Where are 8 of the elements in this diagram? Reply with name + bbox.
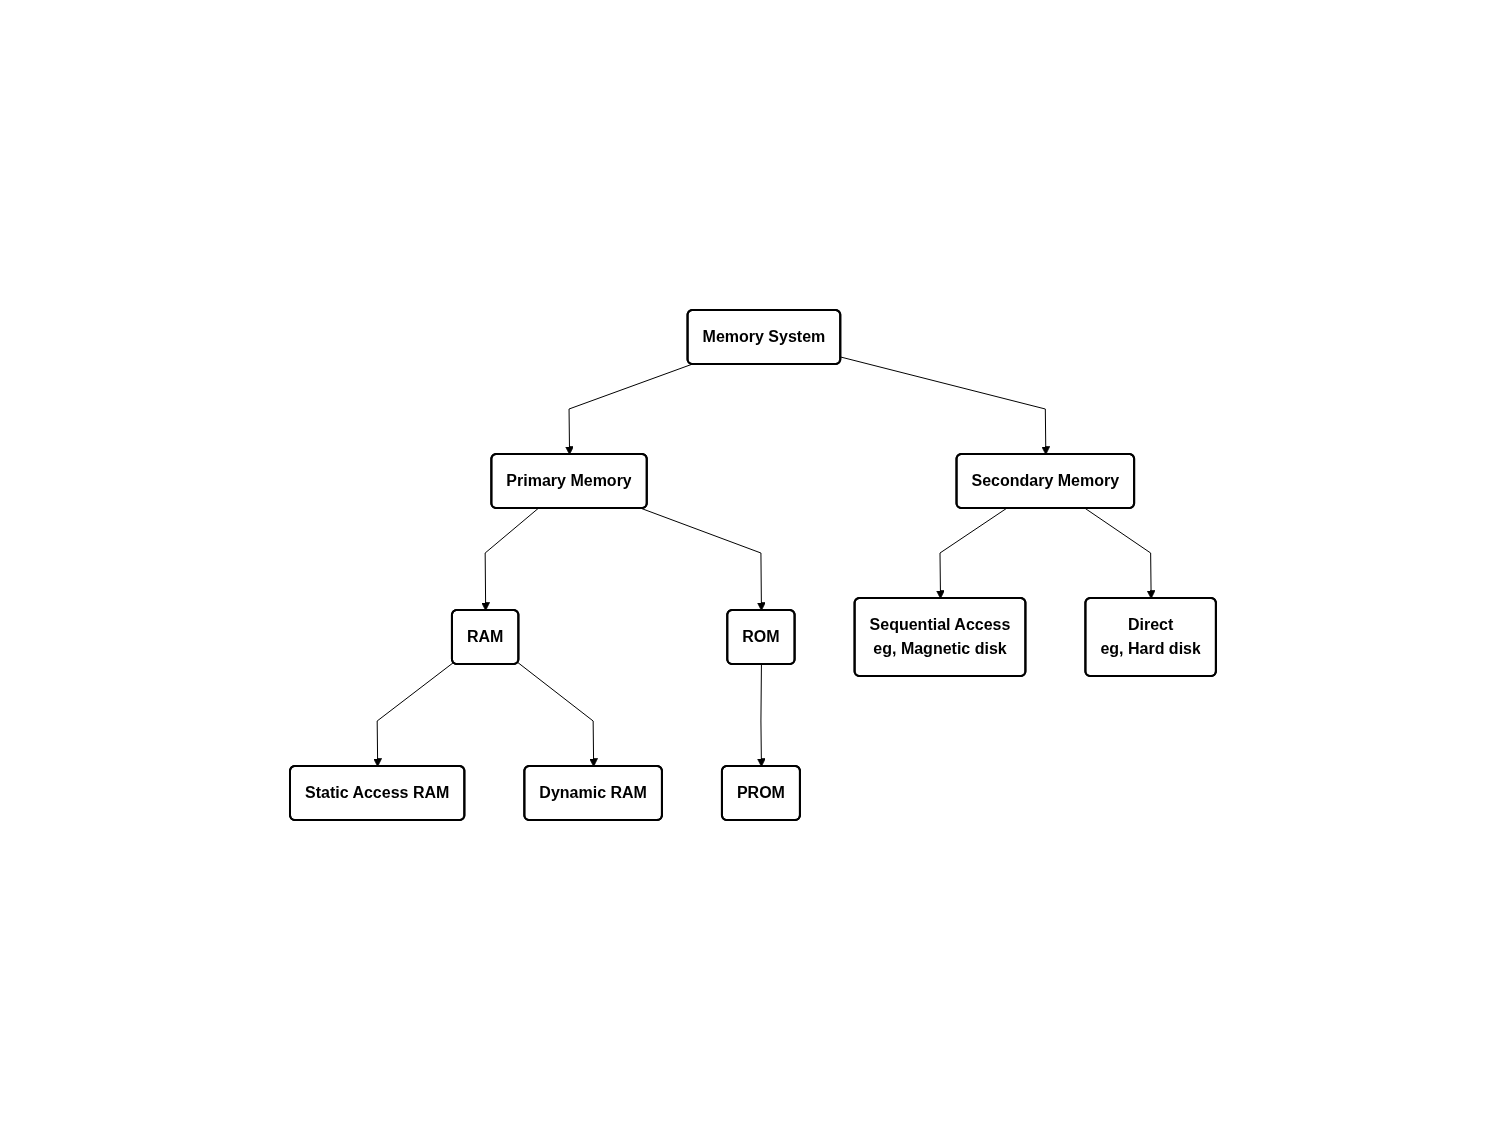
arrow xyxy=(756,663,766,767)
arrow xyxy=(480,507,539,611)
arrow xyxy=(564,363,692,455)
arrow xyxy=(935,507,1007,599)
arrow xyxy=(372,661,454,767)
arrow xyxy=(1084,507,1155,599)
arrow xyxy=(516,661,598,767)
arrow xyxy=(839,356,1050,455)
